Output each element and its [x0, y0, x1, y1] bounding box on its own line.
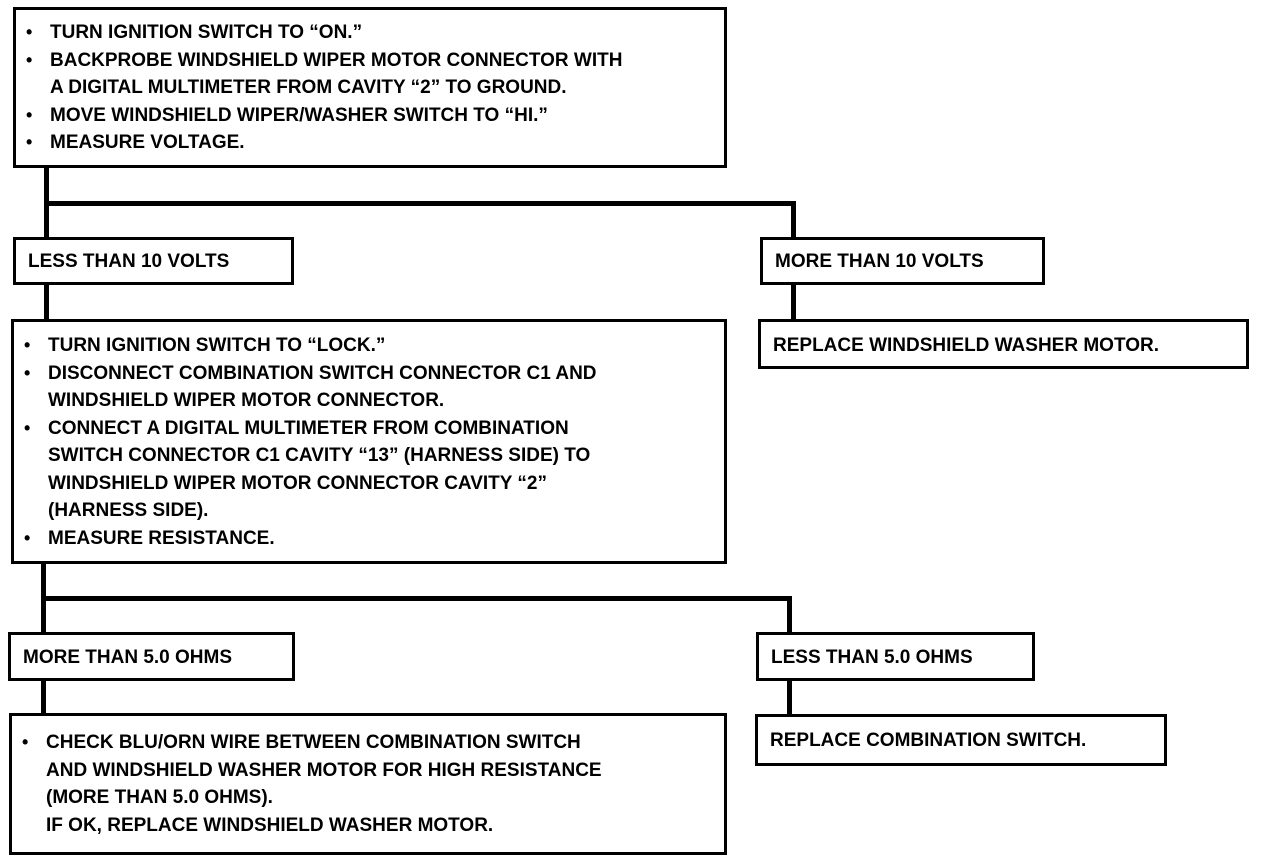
step2-instructions-box: TURN IGNITION SWITCH TO “LOCK.” DISCONNE… — [11, 319, 727, 564]
connector-line — [41, 679, 46, 715]
step2-line: (HARNESS SIDE). — [48, 500, 209, 521]
step2-line: MEASURE RESISTANCE. — [14, 525, 724, 553]
connector-line — [787, 679, 792, 716]
less-than-5-ohms-box: LESS THAN 5.0 OHMS — [756, 632, 1035, 681]
connector-line — [44, 283, 49, 321]
branch1-right-label: MORE THAN 10 VOLTS — [775, 251, 984, 272]
step1-line: MOVE WINDSHIELD WIPER/WASHER SWITCH TO “… — [16, 102, 724, 130]
branch1-left-label: LESS THAN 10 VOLTS — [28, 251, 230, 272]
branch2-left-label: MORE THAN 5.0 OHMS — [23, 647, 233, 668]
step3-instructions-box: CHECK BLU/ORN WIRE BETWEEN COMBINATION S… — [9, 713, 727, 855]
step3-line: (MORE THAN 5.0 OHMS). — [46, 787, 273, 808]
step2-line: SWITCH CONNECTOR C1 CAVITY “13” (HARNESS… — [48, 445, 591, 466]
step1-line: TURN IGNITION SWITCH TO “ON.” — [16, 19, 724, 47]
less-than-10-volts-box: LESS THAN 10 VOLTS — [13, 237, 294, 285]
step1-line: MEASURE VOLTAGE. — [16, 129, 724, 157]
step1-line: BACKPROBE WINDSHIELD WIPER MOTOR CONNECT… — [16, 47, 724, 75]
replace-combination-switch-box: REPLACE COMBINATION SWITCH. — [755, 714, 1167, 766]
step2-line: WINDSHIELD WIPER MOTOR CONNECTOR. — [48, 390, 445, 411]
connector-line — [787, 596, 792, 634]
more-than-5-ohms-box: MORE THAN 5.0 OHMS — [8, 632, 295, 681]
step2-line: TURN IGNITION SWITCH TO “LOCK.” — [14, 332, 724, 360]
step3-line: CHECK BLU/ORN WIRE BETWEEN COMBINATION S… — [12, 729, 724, 757]
step3-line: AND WINDSHIELD WASHER MOTOR FOR HIGH RES… — [46, 759, 602, 781]
connector-line — [44, 201, 796, 206]
step2-line: CONNECT A DIGITAL MULTIMETER FROM COMBIN… — [14, 415, 724, 443]
branch1-right-action: REPLACE WINDSHIELD WASHER MOTOR. — [773, 335, 1159, 356]
connector-line — [791, 283, 796, 321]
more-than-10-volts-box: MORE THAN 10 VOLTS — [760, 237, 1045, 285]
step3-line: IF OK, REPLACE WINDSHIELD WASHER MOTOR. — [46, 814, 494, 836]
connector-line — [791, 201, 796, 240]
step1-line: A DIGITAL MULTIMETER FROM CAVITY “2” TO … — [50, 77, 567, 98]
step2-line: DISCONNECT COMBINATION SWITCH CONNECTOR … — [14, 360, 724, 388]
connector-line — [41, 596, 792, 601]
branch2-right-label: LESS THAN 5.0 OHMS — [771, 647, 973, 668]
step2-line: WINDSHIELD WIPER MOTOR CONNECTOR CAVITY … — [48, 472, 547, 494]
step1-instructions-box: TURN IGNITION SWITCH TO “ON.” BACKPROBE … — [13, 7, 727, 168]
branch2-right-action: REPLACE COMBINATION SWITCH. — [770, 730, 1087, 751]
replace-washer-motor-box: REPLACE WINDSHIELD WASHER MOTOR. — [758, 319, 1249, 369]
